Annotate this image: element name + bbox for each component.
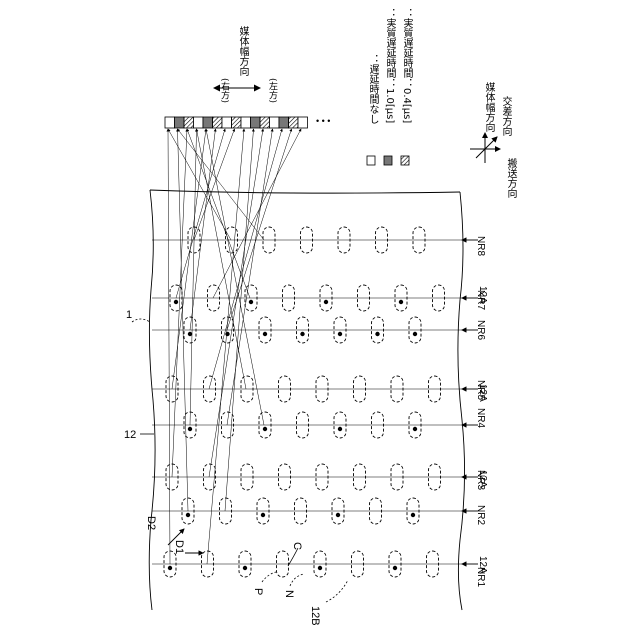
delay-cell: [175, 117, 185, 128]
nozzle-dot: [318, 566, 322, 570]
nozzle-dot: [174, 300, 178, 304]
nozzle-dot: [188, 332, 192, 336]
head-left-edge: [149, 190, 155, 610]
connection-line: [213, 129, 301, 298]
delay-cell: [260, 117, 270, 128]
ref-n-leader: [290, 574, 304, 586]
connection-lines: [168, 129, 301, 564]
ref-c-leader: [288, 548, 298, 566]
delay-cell: [241, 117, 251, 128]
connection-line: [197, 129, 247, 389]
connection-line: [178, 129, 189, 511]
nozzle-dot: [243, 566, 247, 570]
row-label-nr4: NR4: [475, 408, 486, 428]
delay-cell: [289, 117, 299, 128]
p-label: P: [252, 588, 264, 595]
delay-cell: [194, 117, 204, 128]
row-label-nr6: NR6: [475, 320, 486, 340]
row-12a-label: 12A: [477, 286, 488, 304]
nozzle-dot: [411, 513, 415, 517]
nozzle-dot: [261, 513, 265, 517]
d2-label: D2: [145, 516, 157, 530]
row-12a-label: 12A: [477, 470, 488, 488]
delay-cell: [251, 117, 261, 128]
axis-transport-direction-label: 搬送方向: [504, 158, 516, 198]
legend-item-gray: ：実質遅延時間：1.0[μs]: [383, 8, 395, 123]
nozzle-dot: [413, 427, 417, 431]
ref-1-leader: [132, 319, 150, 322]
delay-cell: [222, 117, 232, 128]
c-label: C: [291, 542, 303, 550]
row-label-nr2: NR2: [475, 505, 486, 525]
delay-cell: [213, 117, 223, 128]
d1-label: D1: [173, 540, 185, 554]
delay-cell: [279, 117, 289, 128]
nozzle-dot: [249, 300, 253, 304]
connection-line: [178, 129, 265, 240]
direction-right-label: (右方): [218, 78, 230, 103]
legend-item-none: ：遅延時間なし: [366, 54, 378, 124]
nozzle-dot: [393, 566, 397, 570]
row-12a-label: 12A: [477, 384, 488, 402]
nozzle-dot: [263, 427, 267, 431]
delay-element-strip: [165, 117, 308, 128]
nozzle-dot: [168, 566, 172, 570]
connection-line: [206, 129, 264, 425]
nozzle-dot: [338, 427, 342, 431]
row-12a-label: 12A: [477, 556, 488, 574]
axis-cross: [470, 133, 500, 163]
ref-1-label: 1: [126, 309, 132, 321]
n-label: N: [283, 590, 295, 598]
print-head-board: [149, 190, 478, 610]
ref-12b-label: 12B: [309, 606, 321, 626]
connection-line: [172, 129, 206, 389]
nozzle-dot: [186, 513, 190, 517]
delay-cell: [298, 117, 308, 128]
nozzle-dot: [336, 513, 340, 517]
axis-width-direction-label: 媒体幅方向: [482, 82, 494, 132]
legend-item-hatch: ：実質遅延時間：0.4[μs]: [400, 8, 412, 123]
nozzle-dot: [375, 332, 379, 336]
ref-12b-leader: [326, 580, 348, 602]
connection-line: [168, 129, 170, 564]
strip-ellipsis: • • •: [316, 116, 330, 126]
direction-left-label: (左方): [266, 78, 278, 103]
connection-line: [227, 129, 273, 425]
connection-line: [187, 129, 250, 298]
legend-swatch-none: [367, 156, 375, 165]
delay-cell: [270, 117, 280, 128]
row-label-nr8: NR8: [475, 236, 486, 256]
nozzle-dot: [338, 332, 342, 336]
connection-line: [207, 129, 244, 564]
nozzle-dot: [413, 332, 417, 336]
delay-cell: [184, 117, 194, 128]
legend-swatch-gray: [384, 156, 392, 165]
delay-cell: [232, 117, 242, 128]
delay-cell: [165, 117, 175, 128]
nozzle-dot: [188, 427, 192, 431]
nozzle-dot: [399, 300, 403, 304]
axis-cross-direction-label: 交差方向: [499, 96, 511, 136]
head-right-edge: [458, 192, 465, 610]
delay-cell: [203, 117, 213, 128]
ref-12-label: 12: [124, 429, 136, 441]
nozzle-dot: [300, 332, 304, 336]
nozzle-dot: [324, 300, 328, 304]
legend-swatch-hatch: [401, 156, 409, 165]
connection-line: [209, 129, 282, 389]
media-width-direction-label: 媒体幅方向: [236, 26, 248, 76]
nozzle-dot: [225, 332, 229, 336]
head-top-edge: [150, 190, 460, 193]
ref-p-leader: [262, 572, 276, 582]
nozzle-dot: [263, 332, 267, 336]
